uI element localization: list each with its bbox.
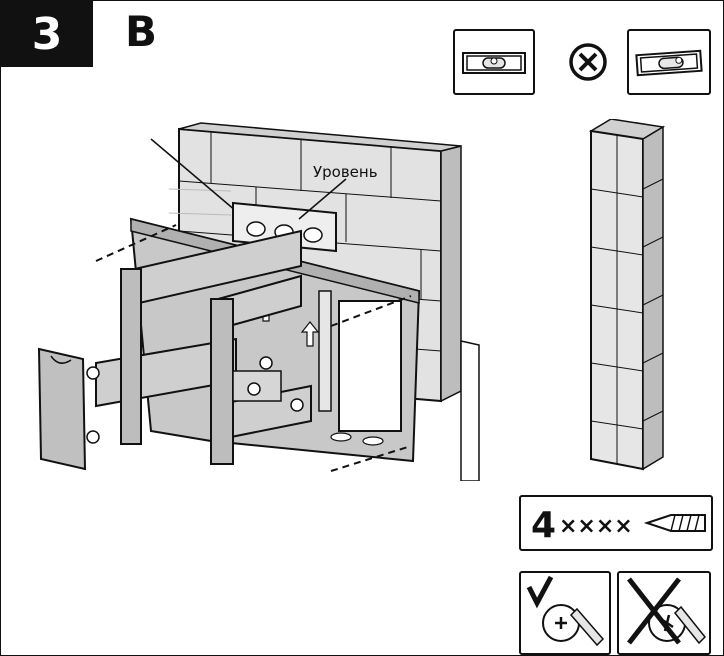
step-number: 3	[31, 8, 63, 60]
bubble-level-tool	[232, 201, 337, 253]
step-number-badge: 3	[1, 1, 93, 67]
level-bad-panel	[627, 29, 711, 95]
screw-count: 4	[531, 505, 556, 546]
screw-count-panel: 4 ××××	[519, 495, 713, 551]
articulating-arms	[95, 229, 312, 465]
wall-mount-assembly-diagram: Уровень	[37, 122, 480, 481]
level-ok-panel	[453, 29, 535, 95]
screw-count-marks: ××××	[559, 514, 633, 539]
circle-x-icon	[569, 43, 607, 81]
screw-cross-icon	[627, 577, 707, 645]
sub-step-letter: B	[125, 7, 158, 56]
brick-column-icon	[588, 119, 666, 471]
level-label: Уровень	[313, 163, 378, 181]
bubble-level-centered-icon	[462, 52, 526, 74]
screw-ok-panel	[519, 571, 611, 655]
screw-check-icon	[526, 575, 605, 647]
tv-bracket-plate	[37, 347, 100, 471]
screw-count-graphic: 4 ××××	[531, 505, 706, 546]
screw-icon	[643, 514, 706, 532]
screw-bad-panel	[617, 571, 711, 655]
bubble-level-tilted-icon	[635, 49, 703, 77]
